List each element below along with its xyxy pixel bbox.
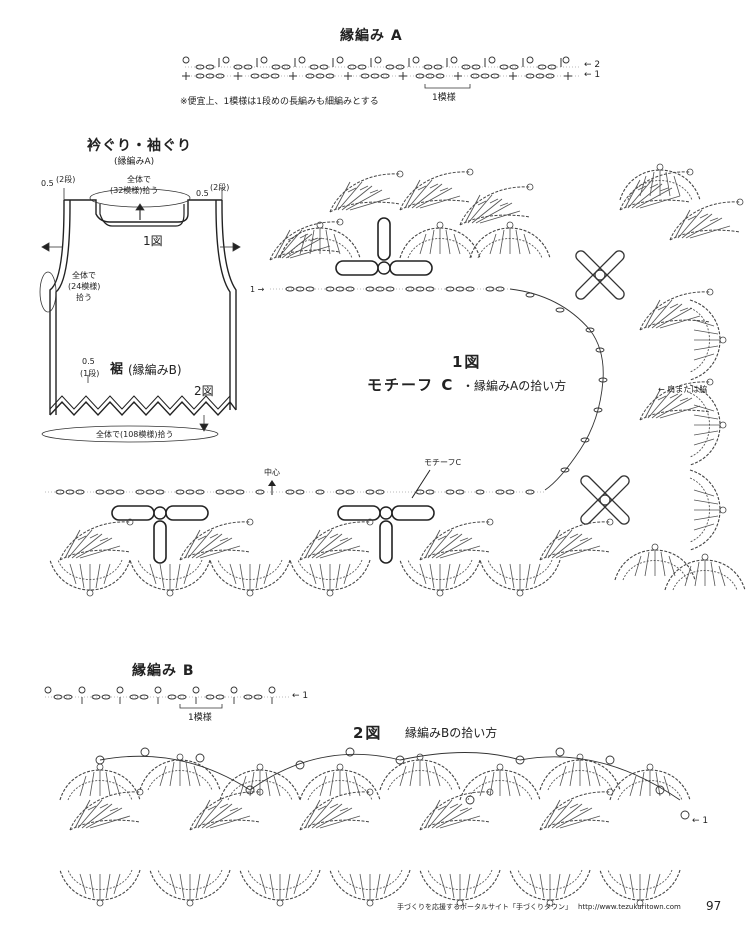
figure-1-subtitle-rest: ・縁編みAの拾い方 xyxy=(462,379,567,393)
figure-2-subtitle: 縁編みBの拾い方 xyxy=(405,726,498,740)
page-number: 97 xyxy=(706,899,722,913)
rows-right-unit: (2段) xyxy=(210,183,230,192)
neck-pick-line2: (32模様)拾う xyxy=(110,186,159,195)
hem-sublabel: (縁編みB) xyxy=(128,363,182,377)
neck-armhole-title: 衿ぐり・袖ぐり xyxy=(87,138,192,154)
figure-1-artwork xyxy=(45,163,746,597)
rows-left-num: 0.5 xyxy=(41,179,54,188)
vest-fig1-label: 1図 xyxy=(143,234,163,248)
motif-c-label: モチーフC xyxy=(424,458,462,467)
figure-2-row1-marker: ← 1 xyxy=(692,816,709,826)
edging-b-row1-marker: ← 1 xyxy=(292,691,309,701)
footer-url[interactable]: http://www.tezukuritown.com xyxy=(578,903,681,911)
hem-rows-num: 0.5 xyxy=(82,357,95,366)
neck-pick-line1: 全体で xyxy=(127,175,151,184)
figure-1-row1-marker: 1 → xyxy=(250,285,265,294)
armhole-pick-line1: 全体で xyxy=(72,271,96,280)
edging-a-note: ※便宜上、1模様は1段めの長編みも細編みとする xyxy=(180,97,379,107)
edging-a-title: 縁編み A xyxy=(340,28,403,44)
hem-pick-label: 全体で(108模様)拾う xyxy=(96,430,174,439)
edging-a-row2-marker: ← 2 xyxy=(584,60,601,70)
vest-fig2-label: 2図 xyxy=(194,384,214,398)
figure-2-title: 2図 xyxy=(353,724,383,742)
armhole-pick-line3: 拾う xyxy=(76,293,92,302)
vest-guides xyxy=(39,188,241,443)
edging-a-repeat-label: 1模様 xyxy=(432,93,456,103)
rows-right-num: 0.5 xyxy=(196,189,209,198)
edging-b-title: 縁編み B xyxy=(132,663,195,679)
edging-b-repeat-label: 1模様 xyxy=(188,713,212,723)
hem-label: 裾 xyxy=(110,362,124,377)
figure-1-title: 1図 xyxy=(452,353,482,371)
edging-a-row1-marker: ← 1 xyxy=(584,70,601,80)
rows-left-unit: (2段) xyxy=(56,175,76,184)
footer-text: 手づくりを応援するポータルサイト「手づくりタウン」 xyxy=(397,903,572,911)
figure-1-subtitle-main: モチーフ C xyxy=(367,376,455,394)
edging-b-chart xyxy=(44,686,290,709)
armhole-pick-line2: (24模様) xyxy=(68,282,101,291)
hem-rows-unit: (1段) xyxy=(80,369,100,378)
center-label: 中心 xyxy=(264,468,280,477)
neck-armhole-subtitle: (縁編みA) xyxy=(114,157,155,167)
shoulder-side-label: ← 肩または脇 xyxy=(658,385,708,394)
figure-2-artwork xyxy=(59,747,691,907)
edging-a-chart xyxy=(182,56,580,89)
vest-outline xyxy=(49,199,237,417)
